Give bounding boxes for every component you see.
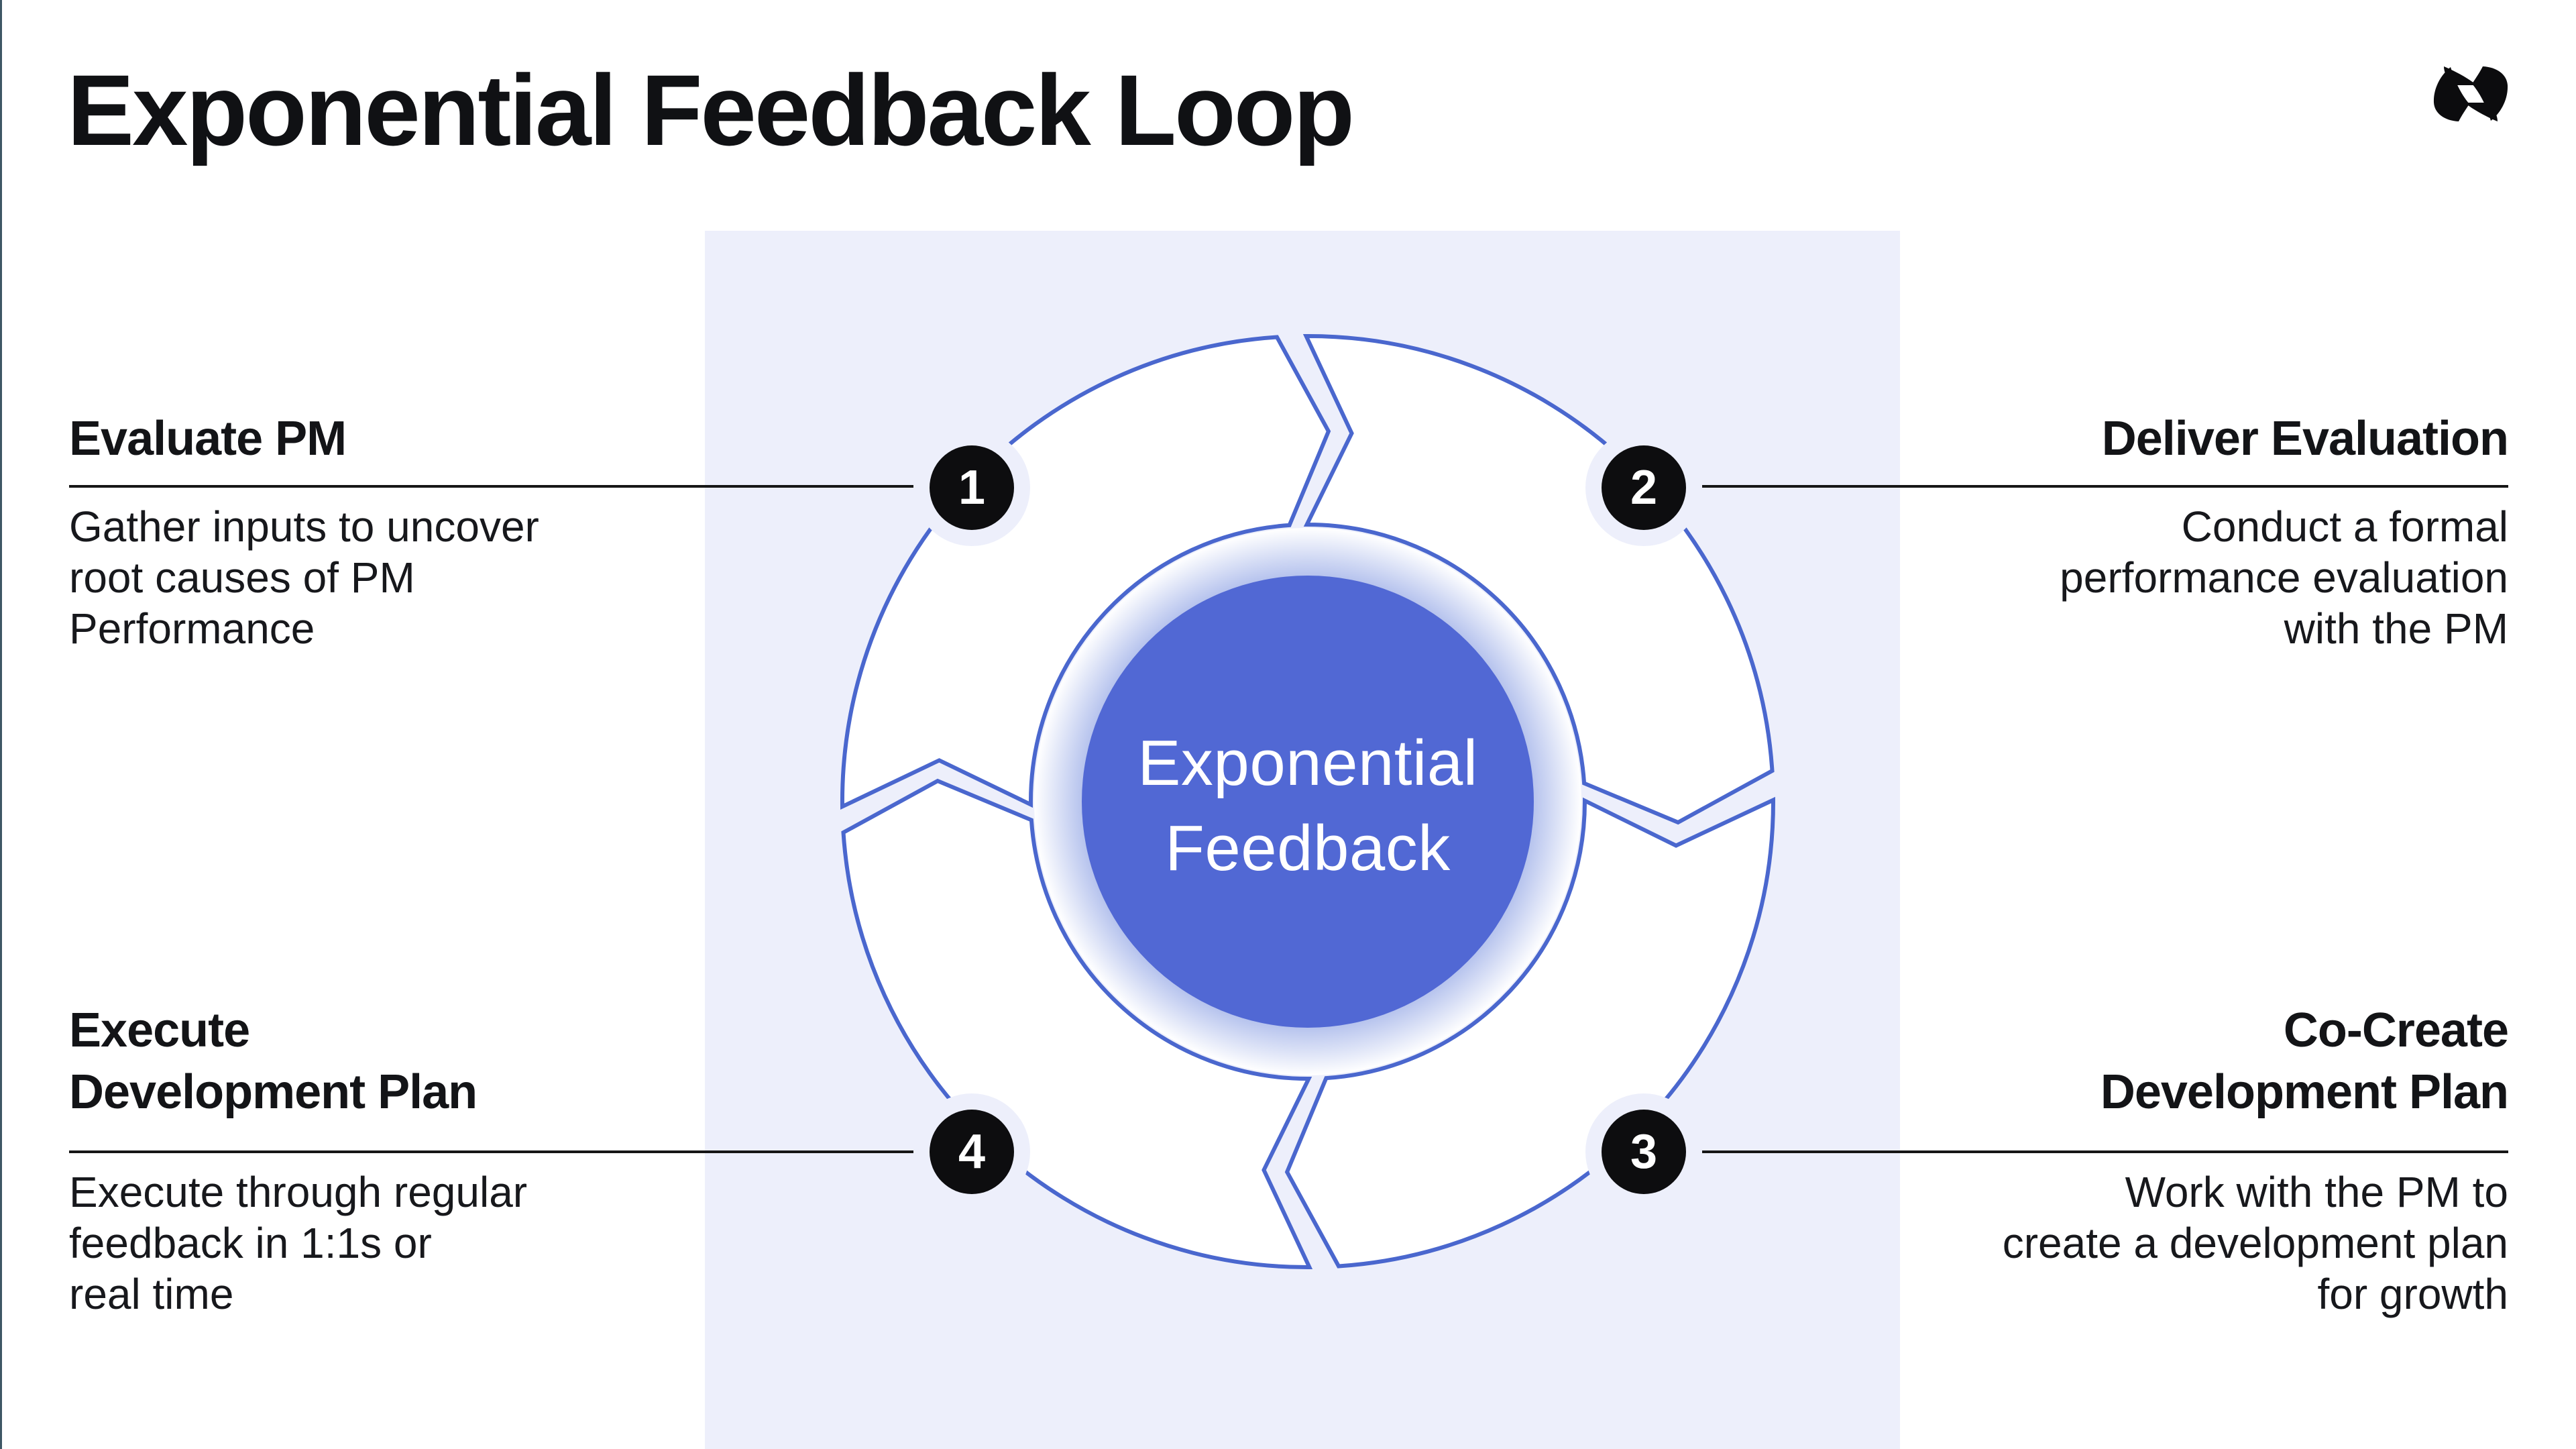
step-3-title-line: Development Plan bbox=[2100, 1065, 2509, 1119]
step-2-title: Deliver Evaluation bbox=[2101, 408, 2509, 470]
step-3-title-line: Co-Create bbox=[2283, 1004, 2509, 1057]
step-number-4: 4 bbox=[958, 1125, 986, 1179]
step-3-desc-line: create a development plan bbox=[2002, 1219, 2508, 1267]
rule-step-3 bbox=[1702, 1150, 2508, 1153]
diagram-panel bbox=[705, 231, 1900, 1449]
step-number-3: 3 bbox=[1630, 1125, 1658, 1179]
step-4-desc-line: real time bbox=[69, 1270, 234, 1318]
step-1-desc-line: root causes of PM bbox=[69, 553, 415, 602]
step-2-desc-line: with the PM bbox=[2284, 604, 2508, 653]
arc-segment-2 bbox=[1302, 333, 1775, 825]
step-badge-1: 1 bbox=[930, 445, 1014, 530]
step-3-desc-line: Work with the PM to bbox=[2125, 1168, 2508, 1216]
step-badge-4: 4 bbox=[930, 1110, 1014, 1194]
page-title: Exponential Feedback Loop bbox=[67, 54, 1355, 166]
step-4-title: Execute Development Plan bbox=[69, 1000, 478, 1123]
core-circle bbox=[1082, 576, 1534, 1028]
center-label: Exponential Feedback bbox=[1040, 720, 1576, 891]
step-4-title-line: Execute bbox=[69, 1004, 250, 1057]
step-3-description: Work with the PM to create a development… bbox=[2003, 1167, 2508, 1320]
arc-segment-1 bbox=[840, 335, 1331, 810]
step-2-desc-line: Conduct a formal bbox=[2181, 502, 2508, 551]
brand-logo bbox=[2433, 65, 2508, 123]
step-2-description: Conduct a formal performance evaluation … bbox=[2060, 501, 2508, 654]
step-4-title-line: Development Plan bbox=[69, 1065, 478, 1119]
center-label-line1: Exponential bbox=[1137, 727, 1478, 799]
logo-mark-icon bbox=[2433, 66, 2508, 121]
step-4-description: Execute through regular feedback in 1:1s… bbox=[69, 1167, 527, 1320]
window-edge-line bbox=[0, 0, 2, 1449]
step-3-title: Co-Create Development Plan bbox=[2100, 1000, 2509, 1123]
step-2-title-line: Deliver Evaluation bbox=[2101, 412, 2509, 466]
step-2-desc-line: performance evaluation bbox=[2060, 553, 2508, 602]
rule-step-4 bbox=[69, 1150, 913, 1153]
step-1-description: Gather inputs to uncover root causes of … bbox=[69, 501, 539, 654]
cycle-diagram bbox=[840, 333, 1776, 1270]
step-1-title: Evaluate PM bbox=[69, 408, 347, 470]
arc-segment-4 bbox=[841, 778, 1313, 1270]
rule-step-1 bbox=[69, 485, 913, 488]
center-label-line2: Feedback bbox=[1165, 812, 1451, 884]
step-number-2: 2 bbox=[1630, 461, 1658, 515]
step-3-desc-line: for growth bbox=[2317, 1270, 2508, 1318]
step-1-desc-line: Gather inputs to uncover bbox=[69, 502, 539, 551]
step-4-desc-line: Execute through regular bbox=[69, 1168, 528, 1216]
step-badge-3: 3 bbox=[1602, 1110, 1686, 1194]
step-1-desc-line: Performance bbox=[69, 604, 315, 653]
step-4-desc-line: feedback in 1:1s or bbox=[69, 1219, 432, 1267]
rule-step-2 bbox=[1702, 485, 2508, 488]
step-badge-2: 2 bbox=[1602, 445, 1686, 530]
step-1-title-line: Evaluate PM bbox=[69, 412, 347, 466]
step-number-1: 1 bbox=[958, 461, 986, 515]
arc-segment-3 bbox=[1284, 796, 1776, 1269]
